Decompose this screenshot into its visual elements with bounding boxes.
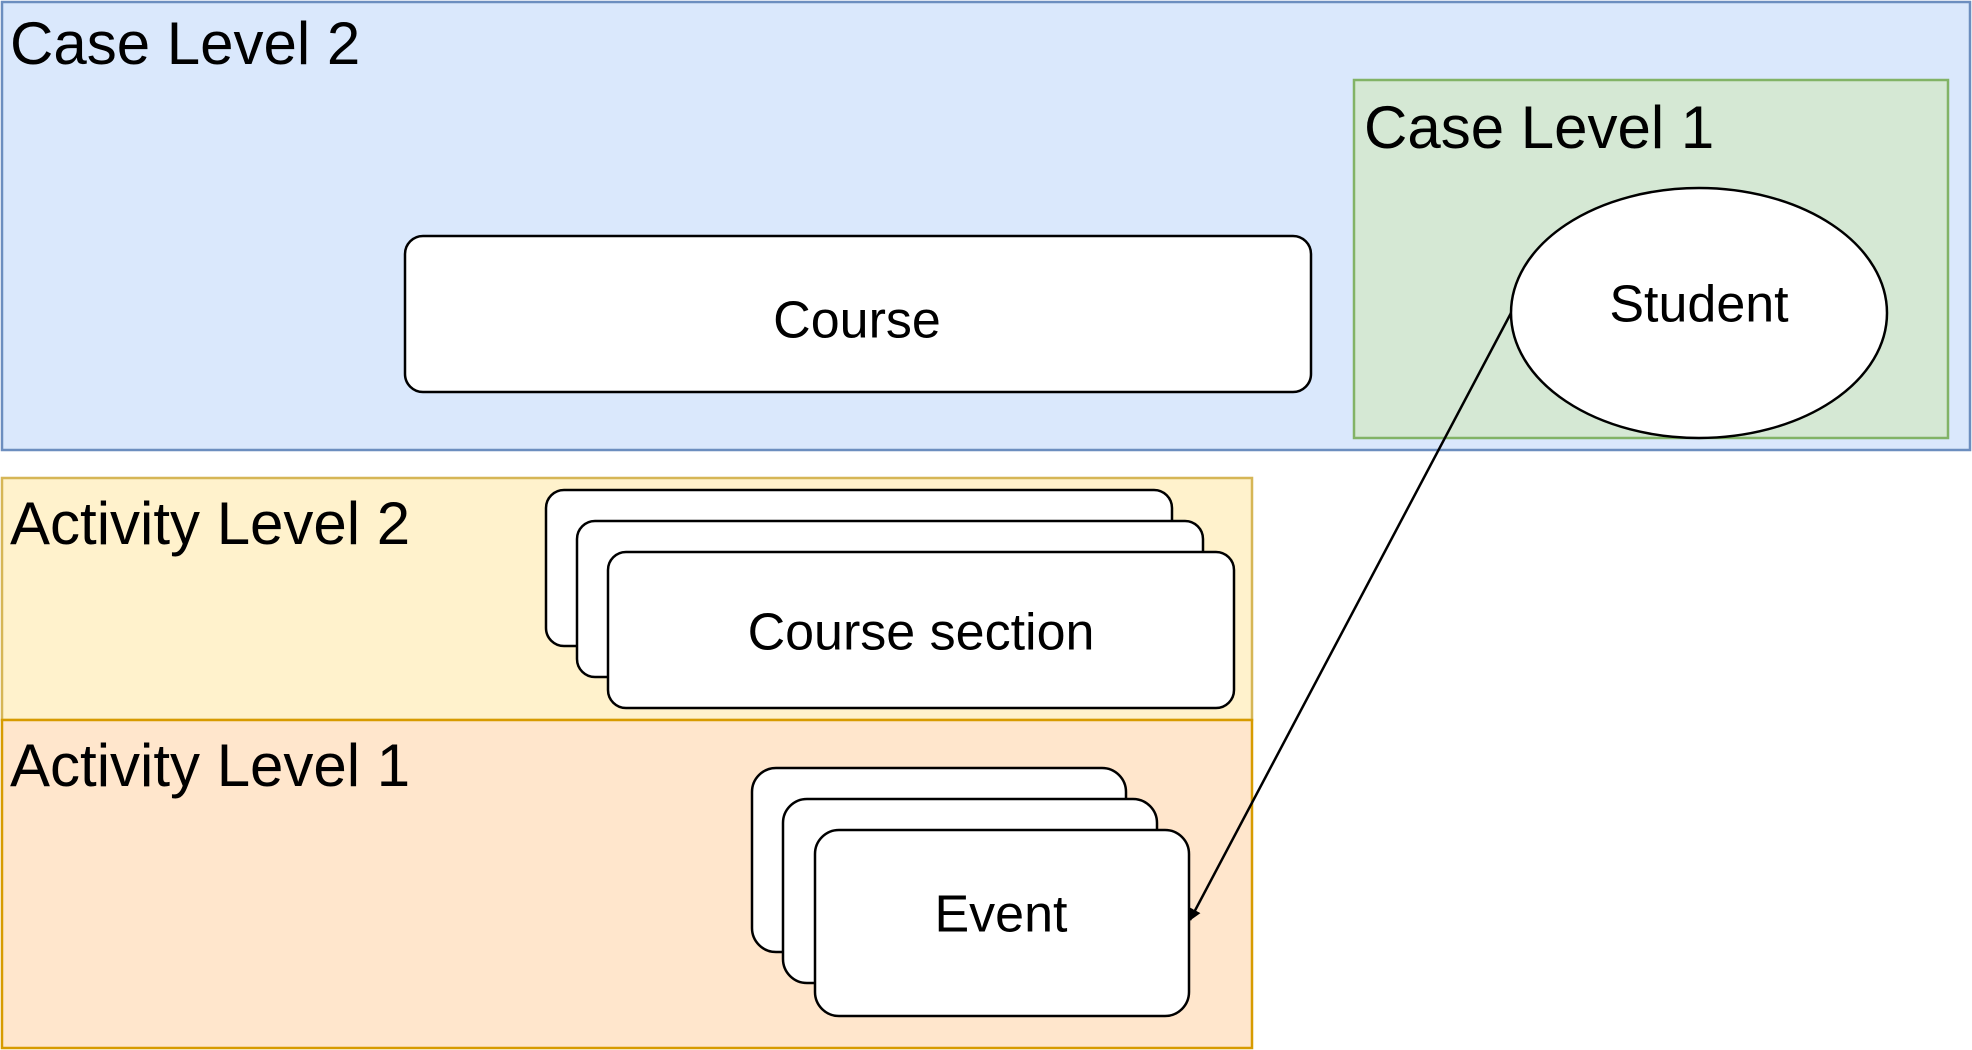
student-node-label: Student xyxy=(1609,276,1789,334)
event-node[interactable]: Event xyxy=(750,766,1191,1018)
activity-level-1-label: Activity Level 1 xyxy=(10,732,410,799)
activity-level-2-label: Activity Level 2 xyxy=(10,490,410,557)
course-section-node[interactable]: Course section xyxy=(544,488,1236,710)
student-node[interactable]: Student xyxy=(1509,186,1889,440)
course-section-stack-front[interactable] xyxy=(606,550,1236,710)
event-node-label: Event xyxy=(935,886,1069,944)
event-stack-front[interactable] xyxy=(813,828,1191,1018)
case-level-2-label: Case Level 2 xyxy=(10,10,360,77)
course-node-box[interactable] xyxy=(403,234,1313,394)
case-level-1-label: Case Level 1 xyxy=(1364,94,1714,161)
course-node[interactable]: Course xyxy=(403,234,1313,394)
student-to-event-arrow xyxy=(1188,312,1513,921)
course-node-label: Course xyxy=(773,292,941,350)
course-section-node-label: Course section xyxy=(748,604,1095,662)
